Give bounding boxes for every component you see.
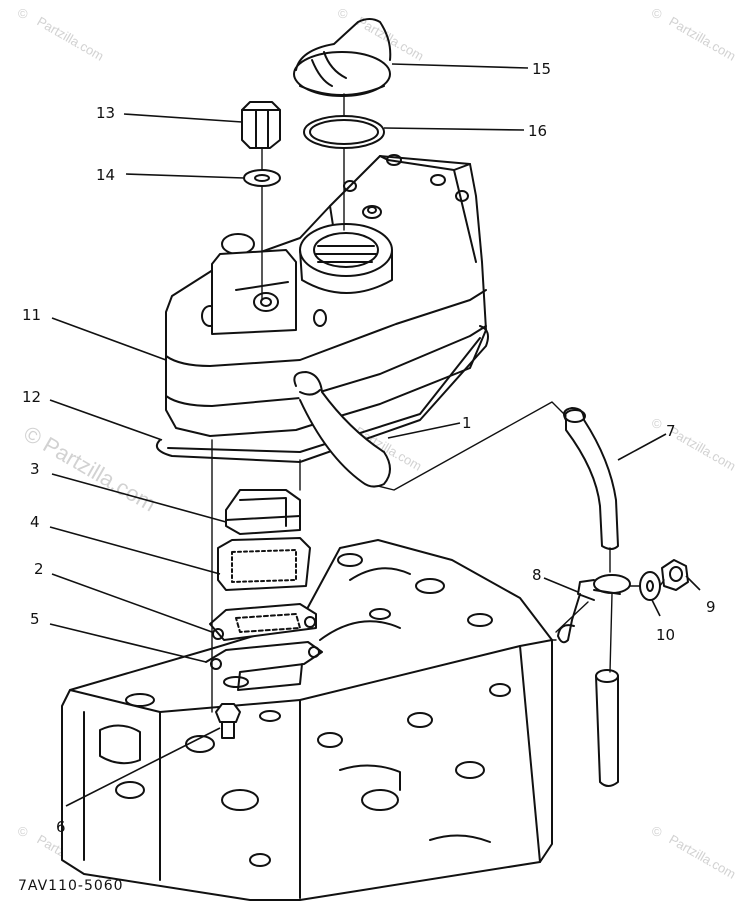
screw	[215, 703, 241, 739]
watermark-corner-tl: © Partzilla.com	[18, 6, 106, 64]
watermark-text: Partzilla.com	[667, 424, 739, 474]
watermark-symbol: ©	[652, 416, 662, 431]
diagram-code: 7AV110-5060	[18, 878, 124, 894]
plug-bolt	[241, 101, 281, 149]
washer-14	[243, 169, 281, 187]
assembly-lines	[211, 93, 665, 713]
watermark-mid-right: © Partzilla.com	[652, 416, 738, 474]
leader-lines	[49, 63, 701, 807]
filler-neck	[299, 223, 393, 294]
watermark-corner-tr: © Partzilla.com	[652, 6, 738, 64]
watermark-symbol: ©	[652, 824, 662, 839]
watermark-symbol: ©	[18, 824, 28, 839]
watermark-symbol: ©	[338, 6, 348, 21]
part-label-13: 13	[96, 104, 115, 122]
part-label-15: 15	[532, 60, 551, 78]
breather-hose	[293, 371, 391, 488]
hose-7	[563, 407, 619, 550]
hose-lower	[595, 669, 619, 787]
oil-filler-cap	[293, 18, 392, 97]
watermark-text: Partzilla.com	[35, 14, 107, 64]
watermark-symbol: ©	[18, 6, 28, 21]
part-label-4: 4	[30, 513, 40, 531]
hose-clamp-bracket	[557, 574, 631, 644]
watermark-symbol: ©	[652, 6, 662, 21]
part-label-14: 14	[96, 166, 115, 184]
engine-block	[61, 539, 553, 901]
part-label-1: 1	[462, 414, 472, 432]
part-label-12: 12	[22, 388, 41, 406]
part-label-3: 3	[30, 460, 40, 478]
breather-boss	[211, 249, 297, 335]
part-label-2: 2	[34, 560, 44, 578]
nut-9	[661, 559, 689, 591]
watermark-corner-br: © Partzilla.com	[652, 824, 738, 882]
part-label-16: 16	[528, 122, 547, 140]
watermark-text: Partzilla.com	[667, 832, 739, 882]
part-label-7: 7	[666, 422, 676, 440]
part-label-8: 8	[532, 566, 542, 584]
part-label-11: 11	[22, 306, 41, 324]
part-label-9: 9	[706, 598, 716, 616]
watermark-main: © Partzilla.com	[20, 421, 161, 517]
part-label-6: 6	[56, 818, 66, 836]
washer-10	[639, 571, 661, 601]
part-label-10: 10	[656, 626, 675, 644]
part-numbers: 1 2 3 4 5 6 7 8 9 10 11 12 13 14 15 16	[22, 60, 716, 836]
part-label-5: 5	[30, 610, 40, 628]
watermark-text: Partzilla.com	[667, 14, 739, 64]
reed-valve-assembly	[205, 489, 323, 691]
